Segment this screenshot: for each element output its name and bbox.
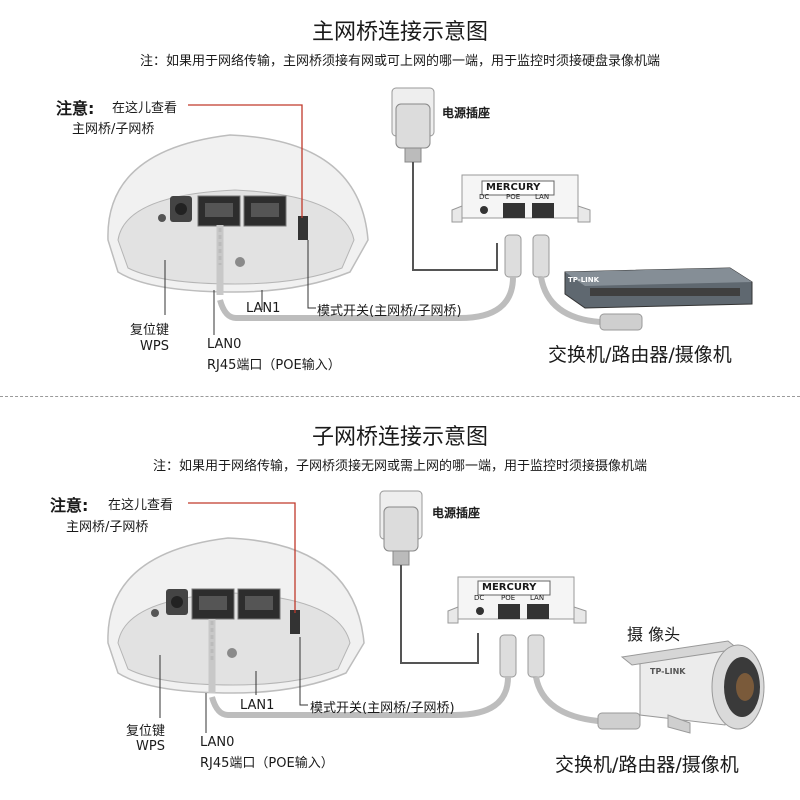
brand-label: MERCURY: [482, 582, 537, 593]
lan0-label: LAN0: [200, 735, 235, 750]
poe-injector: [447, 576, 587, 624]
main-bridge-artwork: [107, 87, 753, 335]
brand-label: MERCURY: [486, 182, 541, 193]
lan0-label: LAN0: [207, 337, 242, 352]
port-dc-label: DC: [474, 594, 485, 602]
devices-label: 交换机/路由器/摄像机: [555, 754, 739, 776]
sub-bridge-note: 注：如果用于网络传输，子网桥须接无网或需上网的哪一端，用于监控时须接摄像机端: [152, 459, 647, 474]
port-poe-label: POE: [506, 193, 521, 201]
camera-brand-label: TP-LINK: [650, 667, 686, 676]
rj45-label: RJ45端口（POE输入）: [200, 756, 334, 771]
main-bridge-title: 主网桥连接示意图: [311, 20, 488, 45]
notice-heading: 注意:: [50, 496, 89, 515]
port-lan-label: LAN: [530, 594, 545, 602]
lan1-label: LAN1: [240, 698, 275, 713]
switch-brand-label: TP-LINK: [568, 276, 600, 284]
main-bridge-note: 注：如果用于网络传输，主网桥须接有网或可上网的哪一端，用于监控时须接硬盘录像机端: [139, 54, 660, 69]
rj45-label: RJ45端口（POE输入）: [207, 358, 341, 373]
network-switch: [564, 267, 753, 309]
main-bridge-section: 主网桥连接示意图 注：如果用于网络传输，主网桥须接有网或可上网的哪一端，用于监控…: [0, 0, 800, 395]
notice-sub: 主网桥/子网桥: [66, 520, 149, 535]
reset-button-label: 复位键: [126, 724, 166, 739]
wps-label: WPS: [140, 339, 169, 354]
mode-switch-label: 模式开关(主网桥/子网桥): [317, 304, 462, 319]
port-lan-label: LAN: [535, 193, 550, 201]
camera-label: 摄 像头: [627, 625, 681, 644]
port-poe-label: POE: [501, 594, 516, 602]
notice-heading: 注意:: [56, 99, 95, 118]
mode-switch-label: 模式开关(主网桥/子网桥): [310, 701, 455, 716]
sub-bridge-section: 子网桥连接示意图 注：如果用于网络传输，子网桥须接无网或需上网的哪一端，用于监控…: [0, 405, 800, 800]
power-socket-label: 电源插座: [432, 506, 481, 520]
reset-button-label: 复位键: [130, 323, 170, 338]
sub-bridge-artwork: [107, 490, 765, 734]
camera: [620, 640, 765, 734]
wps-label: WPS: [136, 739, 165, 754]
power-outlet: [391, 87, 435, 163]
power-outlet: [379, 490, 423, 566]
section-divider: [0, 396, 800, 397]
lan1-label: LAN1: [246, 301, 281, 316]
notice-sub: 主网桥/子网桥: [72, 122, 155, 137]
bridge-device: [107, 537, 365, 694]
port-dc-label: DC: [479, 193, 490, 201]
notice-text: 在这儿查看: [112, 101, 178, 116]
sub-bridge-title: 子网桥连接示意图: [311, 425, 488, 450]
poe-injector: [451, 174, 591, 223]
bridge-device: [107, 134, 369, 295]
devices-label: 交换机/路由器/摄像机: [548, 344, 732, 366]
power-socket-label: 电源插座: [442, 106, 491, 120]
notice-text: 在这儿查看: [108, 498, 174, 513]
